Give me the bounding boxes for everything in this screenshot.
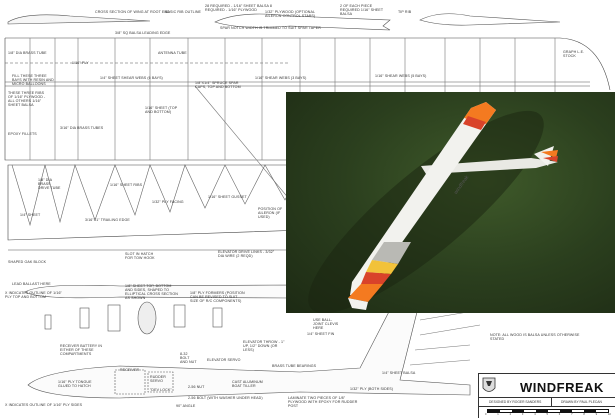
title-block: Designed by Roger Sanders Drawn by Paul … <box>478 373 615 418</box>
plan-label: 8-32 bolt and nut <box>180 352 197 364</box>
fuselage-cross-sections <box>44 301 223 335</box>
plan-label: Spar notch width is trimmed to suit spar… <box>220 26 321 30</box>
scale-tick: 1 <box>497 413 499 416</box>
scale-tick: 7 <box>571 413 573 416</box>
plan-label: 1/16" ply <box>72 61 89 65</box>
scale-bar <box>487 409 609 413</box>
plan-label: Receiver <box>120 368 140 372</box>
plan-label: Epoxy fillets <box>8 132 37 136</box>
plan-label: 1/16" ply tongue glued to hatch <box>58 380 92 388</box>
scale-tick: 6 <box>558 413 561 416</box>
plan-label: X indicates outline of 1/16" ply top and… <box>5 291 62 299</box>
scale-tick: 4 <box>534 413 536 416</box>
plan-label: 2-56 nut <box>188 385 205 389</box>
plan-label: 1/4" sheet balsa <box>382 371 416 375</box>
basic-rib <box>214 13 391 31</box>
plan-label: Elevator drive links - 3/32" dia wire (2… <box>218 250 275 258</box>
plan-label: 1/16" sheet ribs <box>110 183 143 187</box>
tip-rib <box>419 13 561 26</box>
scale-tick: 3 <box>521 413 524 416</box>
root-airfoil <box>7 14 151 25</box>
plan-label: Cast aluminum boat tiller <box>232 380 263 388</box>
plan-label: 90° angle <box>176 404 196 408</box>
scale-tick: 5 <box>546 413 548 416</box>
plan-label: 1/4" sheet shear webs (6 bays) <box>100 76 163 80</box>
designed-by: Designed by Roger Sanders <box>489 400 542 404</box>
plan-label: Use ball-joint clevis here <box>313 318 339 330</box>
plan-title: WINDFREAK <box>520 380 604 395</box>
plan-label: Laminate two pieces of 1/8" plywood with… <box>288 396 358 408</box>
plan-label: 1/8"x1/4" spruce spar caps, top and bott… <box>195 81 241 89</box>
plan-label: Slot in hatch for tow hook <box>125 252 155 260</box>
plan-label: Tip rib <box>398 10 412 14</box>
plan-label: 1/16" shear webs (5 bays) <box>375 74 427 78</box>
plan-label: 1/8" dia brass tube <box>8 51 47 55</box>
plan-label: 1/4" sheet fin <box>307 332 335 336</box>
plan-label: 1/8" ply formers (position can be revise… <box>190 291 245 303</box>
plan-label: Fill these three bays with resin and mic… <box>12 74 54 86</box>
drawn-by: Drawn by Paul Plecan <box>561 400 602 404</box>
plan-label: X indicates outline of 1/16" ply sides <box>5 403 83 407</box>
plan-label: Elevator servo <box>207 358 241 362</box>
plan-label: Elevator throw - 1" up, 1/2" down (or le… <box>243 340 285 352</box>
plan-label: These three ribs of 1/16" plywood - all … <box>8 91 46 107</box>
plan-label: 1/32" ply facing <box>152 200 184 204</box>
scale-tick: 9 <box>595 413 598 416</box>
plan-label: Brass tube bearings <box>272 364 317 368</box>
plan-label: Cross section of wing at root end <box>95 10 170 14</box>
plan-label: Graph L.E. stock <box>563 50 585 58</box>
crest-logo <box>482 377 496 392</box>
glider-image <box>308 102 558 313</box>
plan-label: Basic rib outline <box>165 10 202 14</box>
plan-label: 1/16" sheet (top and bottom) <box>145 106 178 114</box>
plan-note: Note: All wood is balsa unless otherwise… <box>490 333 580 341</box>
plan-label: 1/16" shear webs (3 bays) <box>255 76 307 80</box>
plan-label: 2 of each piece required 1/16" sheet bal… <box>340 4 384 16</box>
plan-label: 28 required - 1/16" sheet balsa 8 requir… <box>205 4 273 12</box>
plan-label: 1/4" sheet <box>20 213 41 217</box>
plan-label: 3/8" sq balsa leading edge <box>115 31 171 35</box>
plan-label: 2-56 bolt (with washer under head) <box>188 396 263 400</box>
plan-label: 3/16"x1" trailing edge <box>85 218 130 222</box>
plan-label: 1/32" ply (both sides) <box>350 387 394 391</box>
plan-label: Position of aileron (if used) <box>258 207 283 219</box>
glider-fuselage <box>421 158 558 174</box>
plan-label: "Dev Lock" <box>150 388 172 392</box>
stabilizer-lines <box>409 309 481 366</box>
wing-planform <box>4 37 611 161</box>
plan-label: Shaped oak block <box>8 260 47 264</box>
glider-photo: windfreak <box>286 92 615 313</box>
scale-tick: 2 <box>509 413 512 416</box>
plan-label: Antenna tube <box>158 51 187 55</box>
plan-label: 1/16" sheet gusset <box>208 195 247 199</box>
plan-label: 1/8" dia brass drive tube <box>38 178 61 190</box>
scale-tick: 10 <box>607 413 611 416</box>
scale-tick: 0 <box>485 413 487 416</box>
plan-label: Lead ballast here <box>12 282 51 286</box>
plan-label: Rudder servo <box>150 375 166 383</box>
plan-label: 1/32" plywood (optional aileron control … <box>265 10 316 18</box>
scale-tick: 8 <box>583 413 585 416</box>
plan-label: 3/16" dia brass tubes <box>60 126 104 130</box>
plan-label: 1/8" sheet top, bottom and sides, shaped… <box>125 284 178 300</box>
fuselage-side-view <box>27 299 471 399</box>
plan-label: Receiver battery in either of these comp… <box>60 344 103 356</box>
